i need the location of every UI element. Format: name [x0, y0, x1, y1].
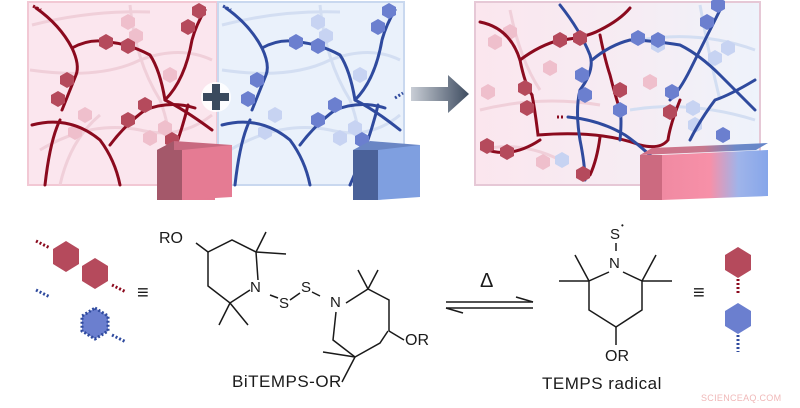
or-substituent-right: OR: [405, 332, 429, 349]
ro-substituent-left: RO: [159, 230, 183, 247]
nitrogen-atom-temps: N: [609, 255, 620, 272]
plus-operator: [201, 82, 231, 112]
sulfur-atom-2: S: [301, 279, 312, 296]
blue-network-panel: [217, 1, 405, 187]
equilibrium-arrows: [445, 296, 534, 314]
red-dimer-icon: [35, 239, 127, 294]
bitemps-structure: [195, 231, 405, 383]
heat-symbol: Δ: [480, 270, 494, 292]
watermark: SCIENCEAQ.COM: [701, 393, 782, 403]
nitrogen-atom-right: N: [330, 294, 341, 311]
equivalence-left: ≡: [137, 282, 149, 304]
bitemps-label: BiTEMPS-OR: [232, 372, 342, 391]
blue-monomer-icon: [725, 303, 751, 352]
nitrogen-atom-left: N: [250, 279, 261, 296]
red-monomer-icon: [725, 247, 751, 294]
process-arrow: [411, 75, 469, 113]
merged-material-cube: [640, 143, 768, 200]
temps-radical-structure: [559, 243, 672, 345]
radical-dot: •: [621, 221, 624, 230]
blue-material-cube: [353, 141, 420, 200]
sulfur-radical-atom: S: [610, 226, 621, 243]
red-network-panel: [27, 1, 218, 187]
sulfur-atom-1: S: [279, 295, 290, 312]
equivalence-right: ≡: [693, 282, 705, 304]
or-substituent-temps: OR: [605, 348, 629, 365]
temps-radical-label: TEMPS radical: [542, 374, 662, 393]
blue-dimer-icon: [35, 231, 751, 383]
red-material-cube: [157, 141, 232, 200]
